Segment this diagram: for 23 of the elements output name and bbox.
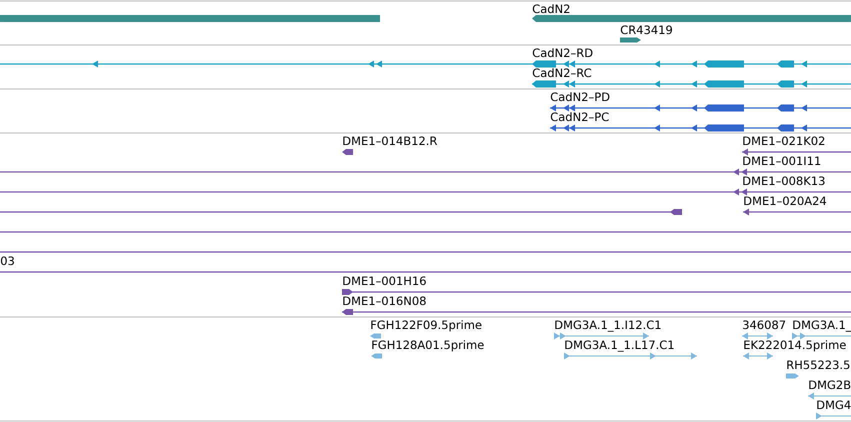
feature-label: CR43419	[620, 25, 672, 34]
feature-label: 03	[0, 256, 14, 266]
feature-label: CadN2–PC	[550, 112, 609, 122]
feature-label: CadN2–PD	[550, 92, 610, 102]
feature-label: 346087	[743, 320, 786, 330]
feature-label: DME1–001I11	[743, 156, 820, 166]
feature-label: DME1–001H16	[343, 276, 426, 286]
feature-label: EK222014.5prime	[744, 340, 846, 352]
feature-label: DME1–020A24	[744, 196, 826, 206]
feature-label: DMG2B	[809, 380, 850, 390]
feature-label: CadN2	[532, 4, 570, 14]
feature-label: CadN2–RD	[532, 48, 592, 58]
feature-label: DMG3A.1_1.I12.C1	[555, 320, 661, 332]
feature-label: DME1–008K13	[743, 176, 824, 186]
feature-label: DMG4	[817, 400, 851, 410]
feature-label: DMG3A.1_1.L17.C1	[565, 340, 674, 352]
feature-label: DME1–021K02	[743, 136, 824, 146]
feature-label: FGH128A01.5prime	[372, 340, 484, 352]
feature-label: CadN2–RC	[532, 68, 592, 78]
feature-label: RH55223.5	[787, 360, 850, 370]
feature-label: DME1–014B12.R	[343, 136, 438, 146]
feature-label: FGH122F09.5prime	[371, 320, 482, 332]
feature-label: DME1–016N08	[343, 296, 426, 306]
